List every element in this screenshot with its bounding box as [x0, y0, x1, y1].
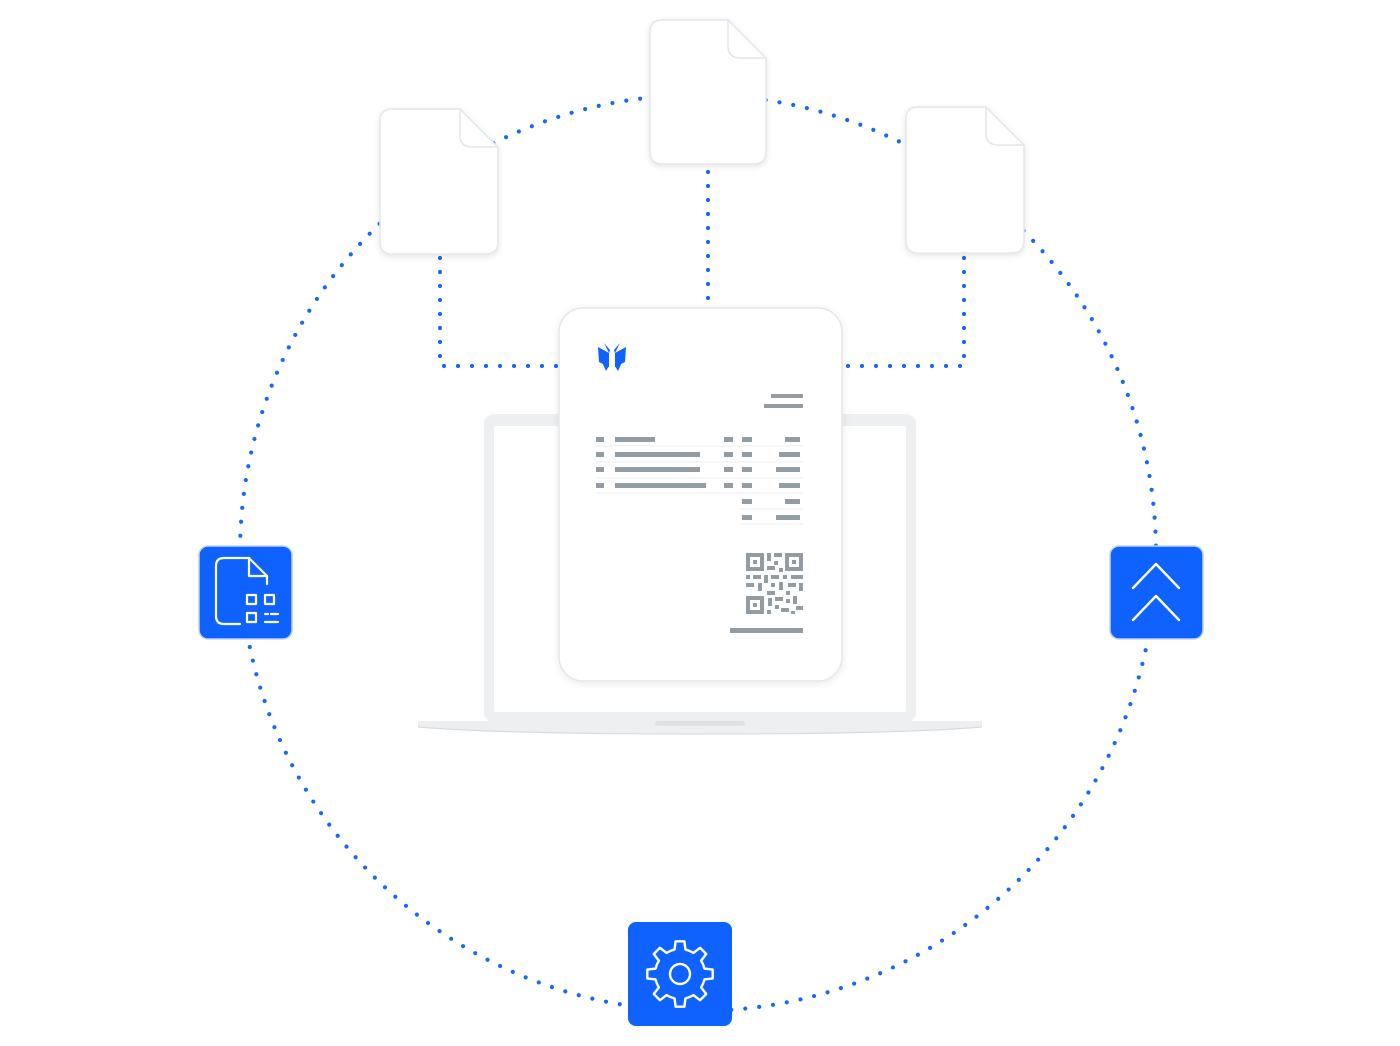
source-document-right	[905, 106, 1025, 254]
invoice-totals	[742, 499, 800, 520]
source-document-center	[649, 19, 767, 165]
invoice-line-items	[596, 437, 803, 525]
invoice-header-lines	[764, 394, 803, 408]
settings-badge[interactable]	[628, 922, 732, 1026]
connector-left	[437, 255, 563, 369]
invoice-card	[558, 307, 843, 682]
document-qr-badge[interactable]	[198, 545, 293, 640]
upgrade-badge[interactable]	[1109, 545, 1204, 640]
double-chevron-up-icon	[1131, 562, 1181, 622]
document-qr-icon	[214, 556, 280, 626]
laptop-base	[418, 721, 982, 734]
laptop-notch	[655, 721, 745, 726]
source-document-left	[379, 108, 499, 255]
gear-icon	[646, 940, 714, 1008]
qr-code	[746, 553, 803, 614]
butterfly-logo-icon	[598, 343, 626, 371]
connector-right	[842, 255, 967, 369]
qr-caption-line	[730, 628, 803, 633]
